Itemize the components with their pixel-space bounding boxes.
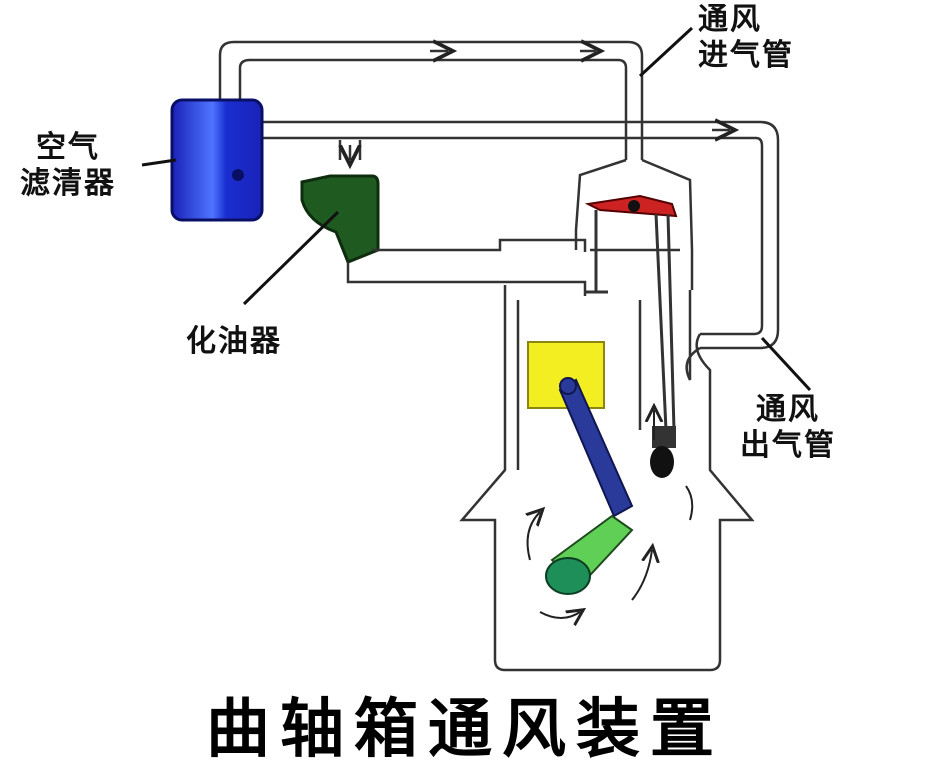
label-line: 通风 (698, 2, 762, 37)
label-outlet-pipe: 通风 出气管 (740, 392, 836, 464)
leader-lines (141, 26, 812, 392)
label-line: 出气管 (740, 428, 836, 463)
label-line: 滤清器 (20, 166, 116, 201)
engine-block (459, 285, 755, 672)
cylinder-head (574, 158, 694, 290)
label-line: 通风 (756, 392, 820, 427)
carburetor (300, 174, 380, 264)
valve-rocker (584, 194, 678, 478)
air-filter (170, 98, 264, 222)
label-line: 空气 (36, 130, 100, 165)
crankcase-airflow-arrows (528, 410, 694, 618)
label-carburetor: 化油器 (186, 324, 282, 360)
label-intake-pipe: 通风 进气管 (698, 2, 794, 74)
intake-manifold (346, 238, 587, 296)
label-line: 化油器 (186, 324, 282, 359)
label-line: 进气管 (698, 38, 794, 73)
diagram-title: 曲轴箱通风装置 (206, 693, 724, 767)
ventilation-intake-pipe (218, 42, 644, 160)
label-air-filter: 空气 滤清器 (20, 130, 116, 202)
air-filter-outlet-pipe (262, 122, 780, 350)
